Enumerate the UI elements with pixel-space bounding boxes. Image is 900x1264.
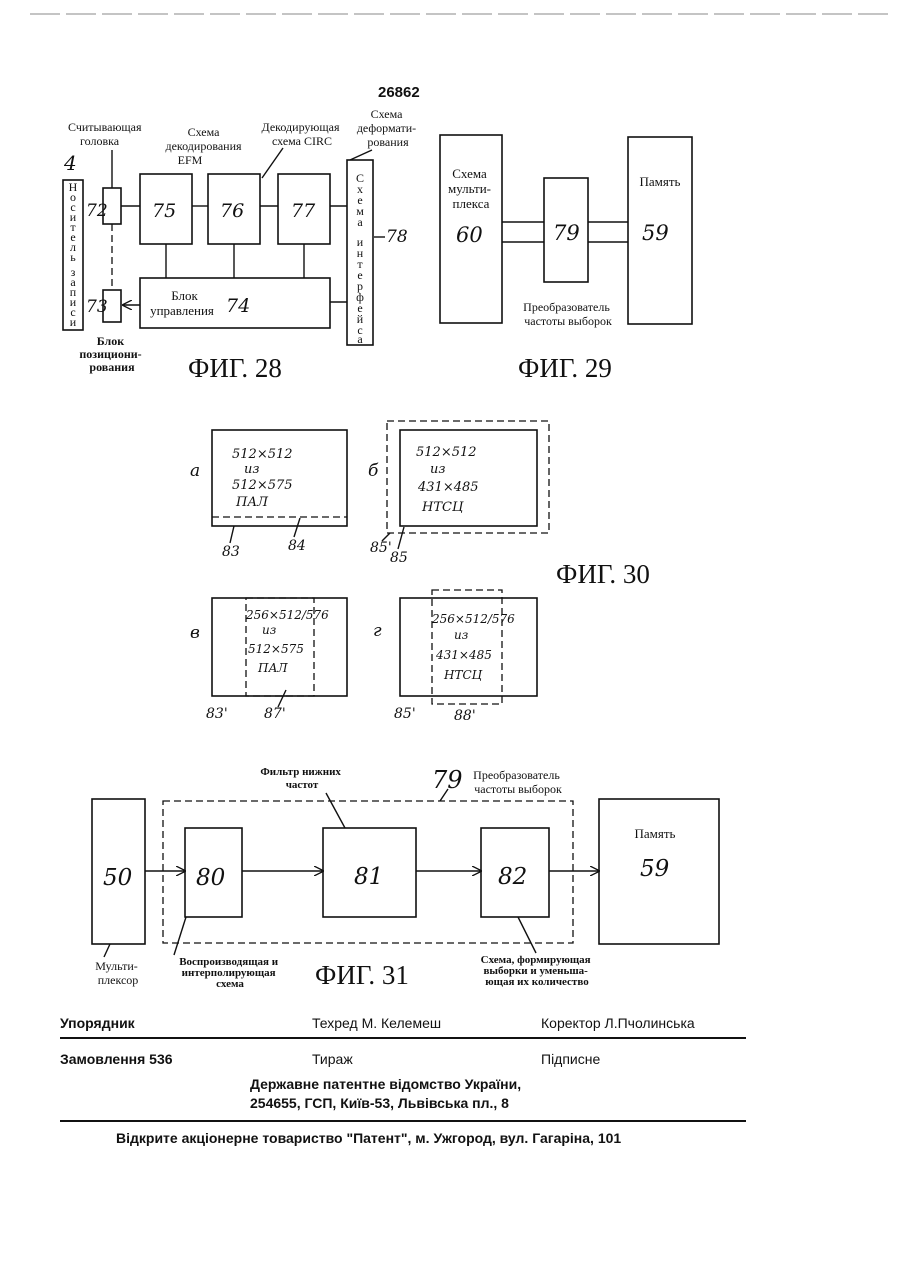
fig28-num-73: 73 <box>86 297 108 317</box>
fig28-interface-letters: С х е м а и н т е р ф е й с а <box>356 171 364 346</box>
fig31-num-80: 80 <box>196 865 225 891</box>
fig30-v-text: 256×512/576 из 512×575 ПАЛ <box>245 608 333 675</box>
fig30-g-num1: 85' <box>394 706 416 722</box>
fig31-num-82: 82 <box>498 864 527 890</box>
fig28-num-77: 77 <box>291 200 316 222</box>
fig28-carrier-letters: Н о с и т е л ь з а п и с и <box>69 180 78 329</box>
fig29-num-79: 79 <box>553 221 580 245</box>
fig28-num-72: 72 <box>86 201 108 221</box>
fig29-memory-label: Память <box>640 174 681 189</box>
fig30-b-num2: 85 <box>390 550 408 566</box>
fig30-b-letter: б <box>368 461 379 481</box>
fig28-diagram: Н о с и т е л ь з а п и с и 4 Считывающа… <box>63 107 419 383</box>
footer-circulation: Тираж <box>312 1051 353 1067</box>
fig30-g-dashed-frame <box>432 590 502 704</box>
fig31-sampling-label: Схема, формирующая выборки и уменьша- ющ… <box>481 954 594 988</box>
fig29-num-59: 59 <box>642 221 669 245</box>
fig28-num-75: 75 <box>152 200 176 222</box>
fig28-deformat-label: Схема деформати- рования <box>357 107 419 149</box>
fig31-interp-label: Воспроизводящая и интерполирующая схема <box>179 956 281 990</box>
imprint-footer: Упорядник Техред М. Келемеш Коректор Л.П… <box>60 1015 746 1146</box>
fig31-mux-label: Мульти- плексор <box>95 959 141 987</box>
fig29-mux-label: Схема мульти- плекса <box>448 166 494 211</box>
svg-text:а: а <box>357 215 363 229</box>
fig30-g-num2: 88' <box>454 708 476 724</box>
fig30-g-letter: г <box>373 621 382 641</box>
fig30-a-letter: a <box>190 461 200 481</box>
fig30-diagram: a 512×512 из 512×575 ПАЛ 83 84 б 512×512… <box>190 421 650 724</box>
fig31-lpf-label: Фильтр нижних частот <box>260 766 343 791</box>
fig30-a-num2: 84 <box>288 538 306 554</box>
fig28-num-78: 78 <box>386 227 408 247</box>
fig30-b-num1: 85' <box>370 540 392 556</box>
fig29-num-60: 60 <box>456 223 483 247</box>
fig28-control-label: Блок управления <box>150 288 214 318</box>
fig31-memory-label: Память <box>635 826 676 841</box>
fig30-caption: ФИГ. 30 <box>556 559 650 589</box>
footer-printer: Відкрите акціонерне товариство "Патент",… <box>116 1130 621 1146</box>
fig31-num-81: 81 <box>354 864 383 890</box>
fig30-v-letter: в <box>190 623 200 643</box>
fig31-caption: ФИГ. 31 <box>315 960 409 990</box>
svg-text:а: а <box>357 332 363 346</box>
footer-office-line1: Державне патентне відомство України, <box>250 1076 521 1092</box>
fig31-num-59: 59 <box>640 856 669 882</box>
fig28-num-76: 76 <box>220 200 244 222</box>
footer-corrector: Коректор Л.Пчолинська <box>541 1015 695 1031</box>
fig28-positioning-label: Блок позициони- рования <box>79 334 144 374</box>
fig31-num-50: 50 <box>103 865 132 891</box>
footer-compiler: Упорядник <box>60 1015 136 1031</box>
fig29-caption: ФИГ. 29 <box>518 353 612 383</box>
fig30-a-text: 512×512 из 512×575 ПАЛ <box>232 447 297 510</box>
footer-office-line2: 254655, ГСП, Київ-53, Львівська пл., 8 <box>250 1095 509 1111</box>
fig29-converter-label: Преобразователь частоты выборок <box>523 300 613 328</box>
fig31-diagram: Фильтр нижних частот 79 Преобразователь … <box>92 766 719 990</box>
fig28-num-74: 74 <box>226 295 250 317</box>
fig28-caption: ФИГ. 28 <box>188 353 282 383</box>
svg-text:и: и <box>70 315 77 329</box>
fig30-b-text: 512×512 из 431×485 НТСЦ <box>416 445 483 515</box>
fig30-v-num1: 83' <box>206 706 228 722</box>
svg-text:ь: ь <box>70 250 76 264</box>
fig30-b-dashed-frame <box>387 421 549 533</box>
fig28-circ-label: Декодирующая схема CIRC <box>262 120 343 148</box>
fig28-efm-label: Схема декодирования EFM <box>165 125 244 167</box>
page-number: 26862 <box>378 84 420 101</box>
footer-techred: Техред М. Келемеш <box>312 1015 441 1031</box>
fig31-converter-label: Преобразователь частоты выборок <box>473 768 563 796</box>
fig28-read-head-label: Считывающая головка <box>68 120 145 148</box>
footer-order: Замовлення 536 <box>60 1051 173 1067</box>
fig30-v-num2: 87' <box>264 706 286 722</box>
fig30-a-num1: 83 <box>222 544 240 560</box>
fig28-num-4: 4 <box>63 151 77 175</box>
fig29-diagram: Схема мульти- плекса 60 79 Память 59 Пре… <box>440 135 692 383</box>
fig30-g-text: 256×512/576 из 431×485 НТСЦ <box>431 612 519 682</box>
footer-subscription: Підписне <box>541 1051 600 1067</box>
